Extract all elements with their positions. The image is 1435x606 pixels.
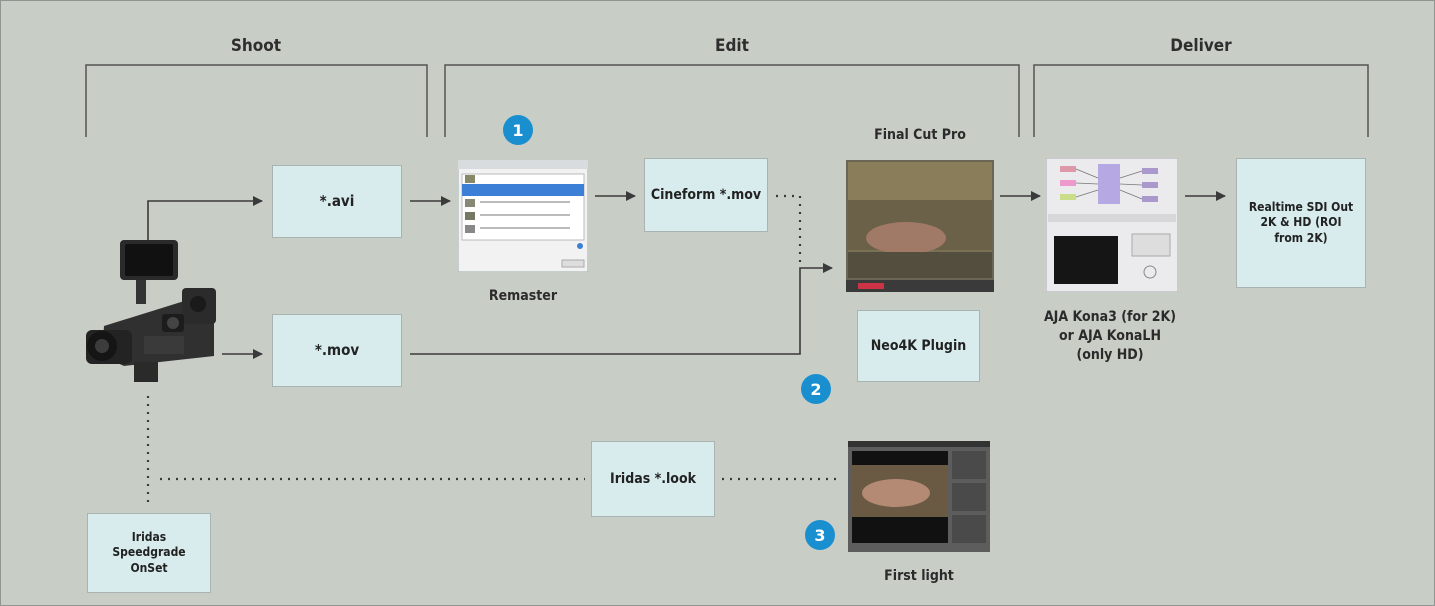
arrow-camera-avi <box>147 196 263 253</box>
dotted-cineform-fcp <box>776 194 802 262</box>
step-badge-1: 1 <box>503 115 533 145</box>
final-cut-pro-screenshot <box>846 160 994 292</box>
aja-caption-line-2: or AJA KonaLH <box>1058 327 1161 344</box>
cineform-box: Cineform *.mov <box>644 158 768 232</box>
edit-bracket <box>444 64 1020 137</box>
stage-label-edit: Edit <box>715 36 749 56</box>
first-light-caption: First light <box>884 568 954 584</box>
step-badge-2: 2 <box>801 374 831 404</box>
iridas-look-box: Iridas *.look <box>591 441 715 517</box>
avi-format-box: *.avi <box>272 165 402 238</box>
first-light-screenshot <box>848 441 990 552</box>
aja-caption-line-1: AJA Kona3 (for 2K) <box>1043 309 1177 325</box>
shoot-bracket <box>85 64 428 137</box>
arrow-mov-fcp <box>410 263 833 355</box>
video-camera-icon <box>86 240 216 382</box>
realtime-sdi-box: Realtime SDI Out 2K & HD (ROI from 2K) <box>1236 158 1366 288</box>
final-cut-pro-caption: Final Cut Pro <box>874 127 966 143</box>
mov-format-box: *.mov <box>272 314 402 387</box>
stage-label-deliver: Deliver <box>1170 36 1232 56</box>
speedgrade-box: Iridas Speedgrade OnSet <box>87 513 211 593</box>
deliver-bracket <box>1033 64 1369 137</box>
aja-caption-line-3: (only HD) <box>1076 346 1144 363</box>
remaster-screenshot <box>458 160 588 272</box>
step-badge-3: 3 <box>805 520 835 550</box>
remaster-caption: Remaster <box>488 288 558 304</box>
aja-caption: AJA Kona3 (for 2K) or AJA KonaLH (only H… <box>1020 308 1200 365</box>
aja-control-panel-screenshot <box>1046 158 1178 292</box>
neo4k-plugin-box: Neo4K Plugin <box>857 310 980 382</box>
stage-label-shoot: Shoot <box>230 36 282 56</box>
